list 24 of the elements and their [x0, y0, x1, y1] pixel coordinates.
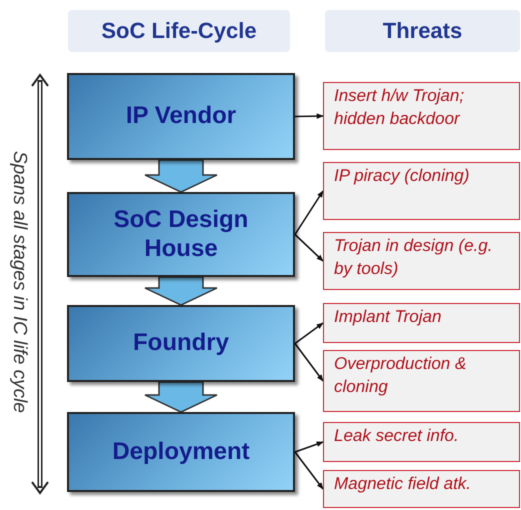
- stage-box: IP Vendor: [67, 73, 295, 160]
- threat-box: Leak secret info.: [323, 422, 520, 462]
- block-arrow: [144, 159, 218, 193]
- threat-box: Magnetic field atk.: [323, 470, 520, 508]
- block-arrow: [144, 276, 218, 306]
- column-header: SoC Life-Cycle: [68, 10, 290, 52]
- stage-box: Deployment: [67, 412, 295, 492]
- arrow: [294, 113, 324, 119]
- threat-box: Overproduction & cloning: [323, 350, 520, 412]
- arrow: [294, 343, 324, 382]
- threat-box: IP piracy (cloning): [323, 162, 520, 220]
- block-arrow: [144, 381, 218, 413]
- span-label: Spans all stages in IC life cycle: [8, 150, 31, 415]
- arrow: [294, 322, 324, 344]
- arrow: [294, 441, 324, 453]
- arrow: [294, 234, 324, 262]
- arrow: [294, 452, 324, 490]
- column-header: Threats: [325, 10, 520, 52]
- stage-box: SoC Design House: [67, 192, 295, 277]
- arrow: [294, 190, 324, 235]
- threat-box: Implant Trojan: [323, 303, 520, 343]
- threat-box: Trojan in design (e.g. by tools): [323, 232, 520, 290]
- threat-box: Insert h/w Trojan; hidden backdoor: [323, 82, 520, 150]
- stage-box: Foundry: [67, 305, 295, 382]
